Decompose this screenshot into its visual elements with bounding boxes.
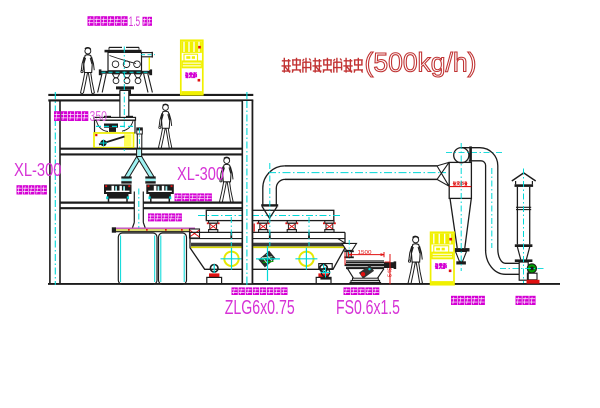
svg-text:1.5: 1.5 (129, 14, 141, 29)
svg-text:350: 350 (90, 109, 108, 125)
svg-text:1500: 1500 (358, 250, 372, 256)
svg-text:545: 545 (388, 268, 394, 277)
svg-text:FS0.6x1.5: FS0.6x1.5 (336, 297, 400, 319)
svg-text:XL-300: XL-300 (14, 160, 62, 180)
svg-text:XL-300: XL-300 (177, 164, 224, 184)
svg-text:ZLG6x0.75: ZLG6x0.75 (225, 297, 295, 319)
svg-text:(500kg/h): (500kg/h) (365, 48, 477, 78)
